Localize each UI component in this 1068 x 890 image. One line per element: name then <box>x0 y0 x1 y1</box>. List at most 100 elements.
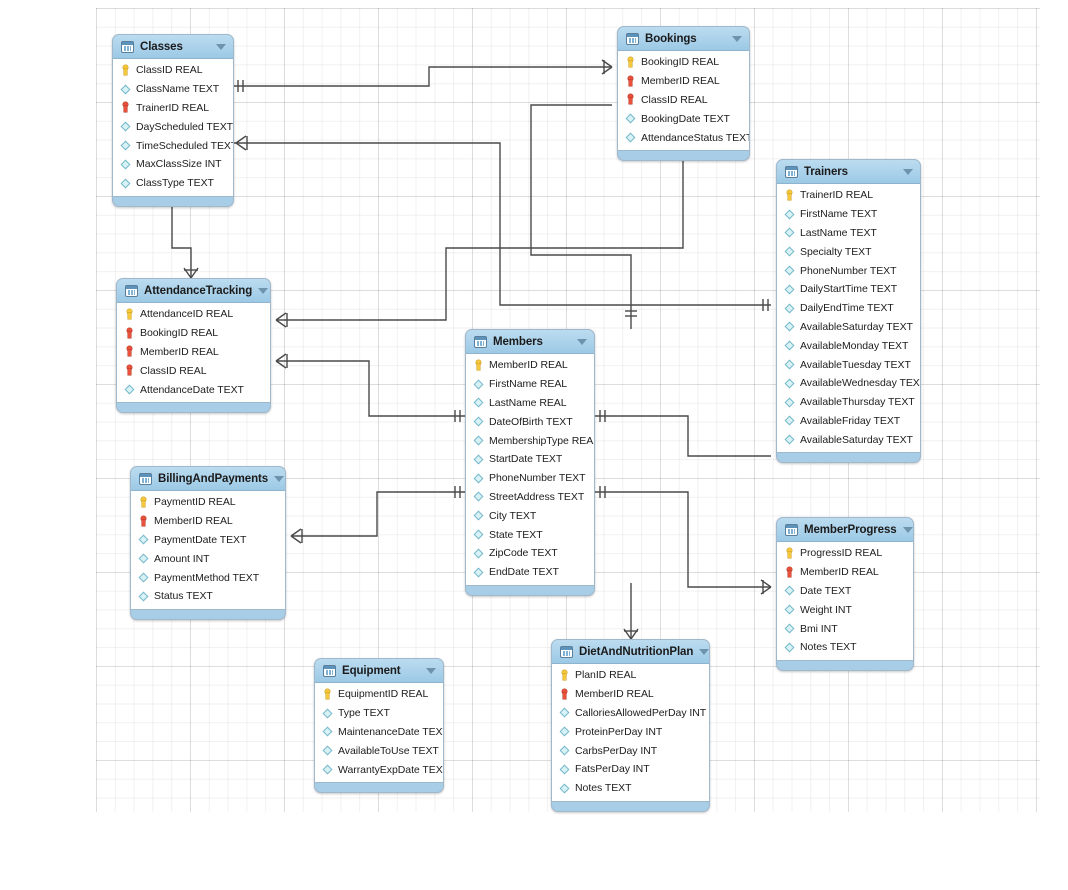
field-row[interactable]: Weight INT <box>777 600 913 619</box>
field-row[interactable]: ClassID REAL <box>113 61 233 80</box>
field-row[interactable]: BookingDate TEXT <box>618 109 749 128</box>
field-row[interactable]: WarrantyExpDate TEXT <box>315 760 443 779</box>
field-row[interactable]: StreetAddress TEXT <box>466 488 594 507</box>
chevron-down-icon[interactable] <box>216 43 226 50</box>
field-row[interactable]: PaymentDate TEXT <box>131 531 285 550</box>
field-row[interactable]: PhoneNumber TEXT <box>466 469 594 488</box>
field-row[interactable]: MaxClassSize INT <box>113 155 233 174</box>
field-row[interactable]: AvailableSaturday TEXT <box>777 430 920 449</box>
table-header[interactable]: DietAndNutritionPlan <box>552 640 709 664</box>
field-row[interactable]: MemberID REAL <box>117 343 270 362</box>
field-row[interactable]: AvailableToUse TEXT <box>315 741 443 760</box>
field-row[interactable]: PaymentMethod TEXT <box>131 568 285 587</box>
field-row[interactable]: Amount INT <box>131 549 285 568</box>
chevron-down-icon[interactable] <box>699 648 709 655</box>
field-label: AttendanceDate TEXT <box>140 383 244 396</box>
field-row[interactable]: MemberID REAL <box>466 356 594 375</box>
field-row[interactable]: Notes TEXT <box>777 638 913 657</box>
field-row[interactable]: MemberID REAL <box>618 72 749 91</box>
field-row[interactable]: FirstName REAL <box>466 375 594 394</box>
field-row[interactable]: AttendanceID REAL <box>117 305 270 324</box>
chevron-down-icon[interactable] <box>577 338 587 345</box>
field-label: MembershipType REAL <box>489 434 595 447</box>
table-header[interactable]: Classes <box>113 35 233 59</box>
field-row[interactable]: AttendanceDate TEXT <box>117 380 270 399</box>
field-row[interactable]: ClassName TEXT <box>113 80 233 99</box>
chevron-down-icon[interactable] <box>426 667 436 674</box>
field-label: Specialty TEXT <box>800 245 872 258</box>
table-header[interactable]: BillingAndPayments <box>131 467 285 491</box>
field-row[interactable]: ClassType TEXT <box>113 174 233 193</box>
chevron-down-icon[interactable] <box>732 35 742 42</box>
table-header[interactable]: Equipment <box>315 659 443 683</box>
field-row[interactable]: Notes TEXT <box>552 779 709 798</box>
column-diamond-icon <box>784 208 795 221</box>
field-row[interactable]: ProteinPerDay INT <box>552 722 709 741</box>
field-row[interactable]: StartDate TEXT <box>466 450 594 469</box>
field-row[interactable]: TrainerID REAL <box>113 99 233 118</box>
field-row[interactable]: TrainerID REAL <box>777 186 920 205</box>
field-row[interactable]: AvailableTuesday TEXT <box>777 355 920 374</box>
field-row[interactable]: ProgressID REAL <box>777 544 913 563</box>
field-row[interactable]: MemberID REAL <box>552 685 709 704</box>
field-row[interactable]: AvailableSaturday TEXT <box>777 318 920 337</box>
field-row[interactable]: MemberID REAL <box>777 563 913 582</box>
field-row[interactable]: CarbsPerDay INT <box>552 741 709 760</box>
field-row[interactable]: Type TEXT <box>315 704 443 723</box>
field-row[interactable]: DailyEndTime TEXT <box>777 299 920 318</box>
field-row[interactable]: AvailableFriday TEXT <box>777 412 920 431</box>
field-row[interactable]: State TEXT <box>466 525 594 544</box>
field-row[interactable]: AvailableMonday TEXT <box>777 336 920 355</box>
field-row[interactable]: PhoneNumber TEXT <box>777 261 920 280</box>
field-row[interactable]: FirstName TEXT <box>777 205 920 224</box>
field-row[interactable]: MemberID REAL <box>131 512 285 531</box>
field-row[interactable]: ClassID REAL <box>618 91 749 110</box>
column-diamond-icon <box>473 453 484 466</box>
field-row[interactable]: DailyStartTime TEXT <box>777 280 920 299</box>
table-header[interactable]: MemberProgress <box>777 518 913 542</box>
field-row[interactable]: Specialty TEXT <box>777 242 920 261</box>
field-row[interactable]: EquipmentID REAL <box>315 685 443 704</box>
table-header[interactable]: Members <box>466 330 594 354</box>
table-header[interactable]: AttendanceTracking <box>117 279 270 303</box>
field-row[interactable]: TimeScheduled TEXT <box>113 136 233 155</box>
field-label: ClassID REAL <box>136 64 203 77</box>
field-row[interactable]: Bmi INT <box>777 619 913 638</box>
field-row[interactable]: ZipCode TEXT <box>466 544 594 563</box>
field-row[interactable]: City TEXT <box>466 506 594 525</box>
table-header[interactable]: Trainers <box>777 160 920 184</box>
field-row[interactable]: PlanID REAL <box>552 666 709 685</box>
field-row[interactable]: LastName TEXT <box>777 224 920 243</box>
field-row[interactable]: Status TEXT <box>131 587 285 606</box>
field-row[interactable]: BookingID REAL <box>117 324 270 343</box>
field-row[interactable]: PaymentID REAL <box>131 493 285 512</box>
chevron-down-icon[interactable] <box>902 526 913 533</box>
field-row[interactable]: EndDate TEXT <box>466 563 594 582</box>
chevron-down-icon[interactable] <box>903 168 913 175</box>
field-row[interactable]: BookingID REAL <box>618 53 749 72</box>
field-row[interactable]: AvailableThursday TEXT <box>777 393 920 412</box>
field-row[interactable]: DayScheduled TEXT <box>113 117 233 136</box>
field-row[interactable]: MaintenanceDate TEXT <box>315 723 443 742</box>
field-row[interactable]: DateOfBirth TEXT <box>466 412 594 431</box>
chevron-down-icon[interactable] <box>274 475 285 482</box>
field-row[interactable]: Date TEXT <box>777 582 913 601</box>
field-row[interactable]: MembershipType REAL <box>466 431 594 450</box>
table-header[interactable]: Bookings <box>618 27 749 51</box>
field-row[interactable]: ClassID REAL <box>117 361 270 380</box>
field-row[interactable]: AvailableWednesday TEXT <box>777 374 920 393</box>
field-row[interactable]: LastName REAL <box>466 394 594 413</box>
field-row[interactable]: FatsPerDay INT <box>552 760 709 779</box>
field-row[interactable]: AttendanceStatus TEXT <box>618 128 749 147</box>
field-row[interactable]: CalloriesAllowedPerDay INT <box>552 704 709 723</box>
chevron-down-icon[interactable] <box>258 287 269 294</box>
